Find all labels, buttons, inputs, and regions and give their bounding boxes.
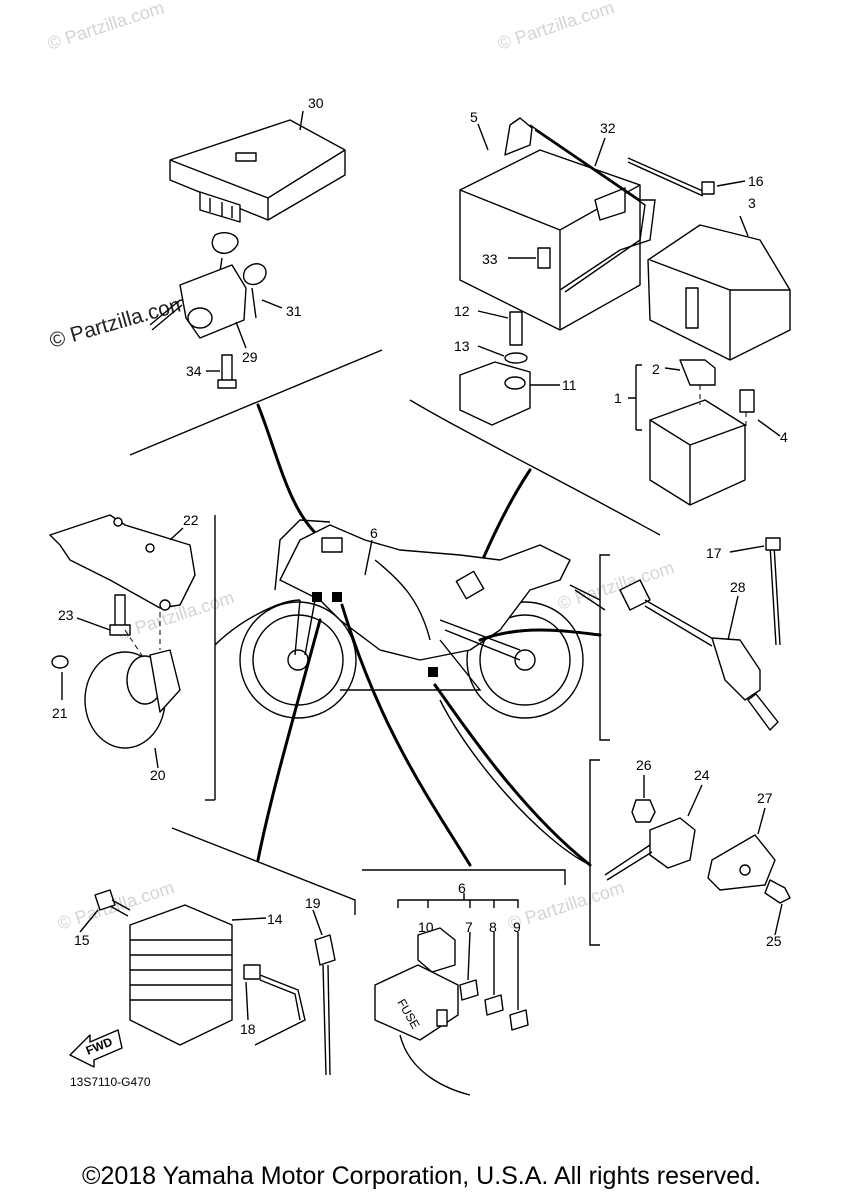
- callout-34: 34: [186, 363, 202, 379]
- watermark-text: © Partzilla.com: [45, 0, 167, 54]
- fuse-relay: [417, 927, 456, 973]
- callout-8: 8: [489, 919, 497, 935]
- callout-7: 7: [465, 919, 473, 935]
- cable-tie: [314, 934, 336, 966]
- sensor-connector: [619, 579, 651, 611]
- starter-relay-assembly: [649, 399, 746, 506]
- callout-33: 33: [482, 251, 498, 267]
- watermarks: © Partzilla.com © Partzilla.com © Partzi…: [45, 0, 677, 934]
- fuse-box: [374, 964, 459, 1041]
- crank-sensor: [649, 817, 696, 869]
- callout-labels: 30 31 29 34 5 32 16 3 33 12 13 11 2 1 4 …: [52, 95, 788, 1037]
- watermark-main-text: © Partzilla.com: [47, 292, 189, 353]
- callout-2: 2: [652, 361, 660, 377]
- callout-15: 15: [74, 932, 90, 948]
- callout-12: 12: [454, 303, 470, 319]
- sensor-group: [478, 537, 781, 741]
- starter-relay: [459, 361, 531, 426]
- callout-31: 31: [286, 303, 302, 319]
- main-switch: [179, 264, 247, 339]
- callout-23: 23: [58, 607, 74, 623]
- callout-26: 26: [636, 757, 652, 773]
- callout-5: 5: [470, 109, 478, 125]
- callout-3: 3: [748, 195, 756, 211]
- callout-6-fusebox: 6: [458, 880, 466, 896]
- callout-17: 17: [706, 545, 722, 561]
- rectifier-group: FWD: [69, 618, 356, 1076]
- key-head: [242, 263, 267, 286]
- callout-27: 27: [757, 790, 773, 806]
- watermark-text: © Partzilla.com: [555, 557, 677, 614]
- copyright-notice: ©2018 Yamaha Motor Corporation, U.S.A. A…: [82, 1162, 761, 1190]
- callout-24: 24: [694, 767, 710, 783]
- bolt: [109, 594, 131, 636]
- callout-10: 10: [418, 919, 434, 935]
- motorcycle-body: [279, 524, 571, 661]
- watermark-text: © Partzilla.com: [505, 877, 627, 934]
- horn-bracket: [49, 514, 196, 609]
- callout-11: 11: [562, 377, 577, 393]
- callout-14: 14: [267, 911, 283, 927]
- fwd-arrow-icon: FWD: [69, 1029, 123, 1068]
- callout-30: 30: [308, 95, 324, 111]
- callout-19: 19: [305, 895, 321, 911]
- ecu-label-plate: [235, 152, 257, 162]
- callout-25: 25: [766, 933, 782, 949]
- motorcycle-illustration: [239, 519, 606, 719]
- key-head: [211, 231, 239, 254]
- battery-cover: [647, 224, 791, 361]
- front-wheel: [239, 601, 357, 719]
- callout-32: 32: [600, 120, 616, 136]
- callout-16: 16: [748, 173, 764, 189]
- sensor-bracket: [707, 834, 776, 891]
- callout-4: 4: [780, 429, 788, 445]
- sensor-body: [711, 637, 761, 701]
- callout-28: 28: [730, 579, 746, 595]
- callout-1: 1: [614, 390, 622, 406]
- crank-sensor-group: [433, 683, 791, 946]
- horn-group: [49, 514, 301, 801]
- bolt: [217, 354, 237, 389]
- fuse-box-group: FUSE: [340, 603, 566, 1096]
- callout-21: 21: [52, 705, 68, 721]
- ecu-group: [129, 110, 383, 547]
- battery: [459, 149, 641, 331]
- callout-18: 18: [240, 1021, 256, 1037]
- callout-6-bike: 6: [370, 525, 378, 541]
- callout-29: 29: [242, 349, 258, 365]
- callout-13: 13: [454, 338, 470, 354]
- callout-9: 9: [513, 919, 521, 935]
- ecu-unit: [169, 119, 346, 221]
- callout-22: 22: [183, 512, 199, 528]
- callout-20: 20: [150, 767, 166, 783]
- diagram-code: 13S7110-G470: [70, 1075, 151, 1089]
- battery-group: [409, 117, 791, 592]
- rectifier-regulator: [129, 904, 233, 1046]
- watermark-text: © Partzilla.com: [495, 0, 617, 54]
